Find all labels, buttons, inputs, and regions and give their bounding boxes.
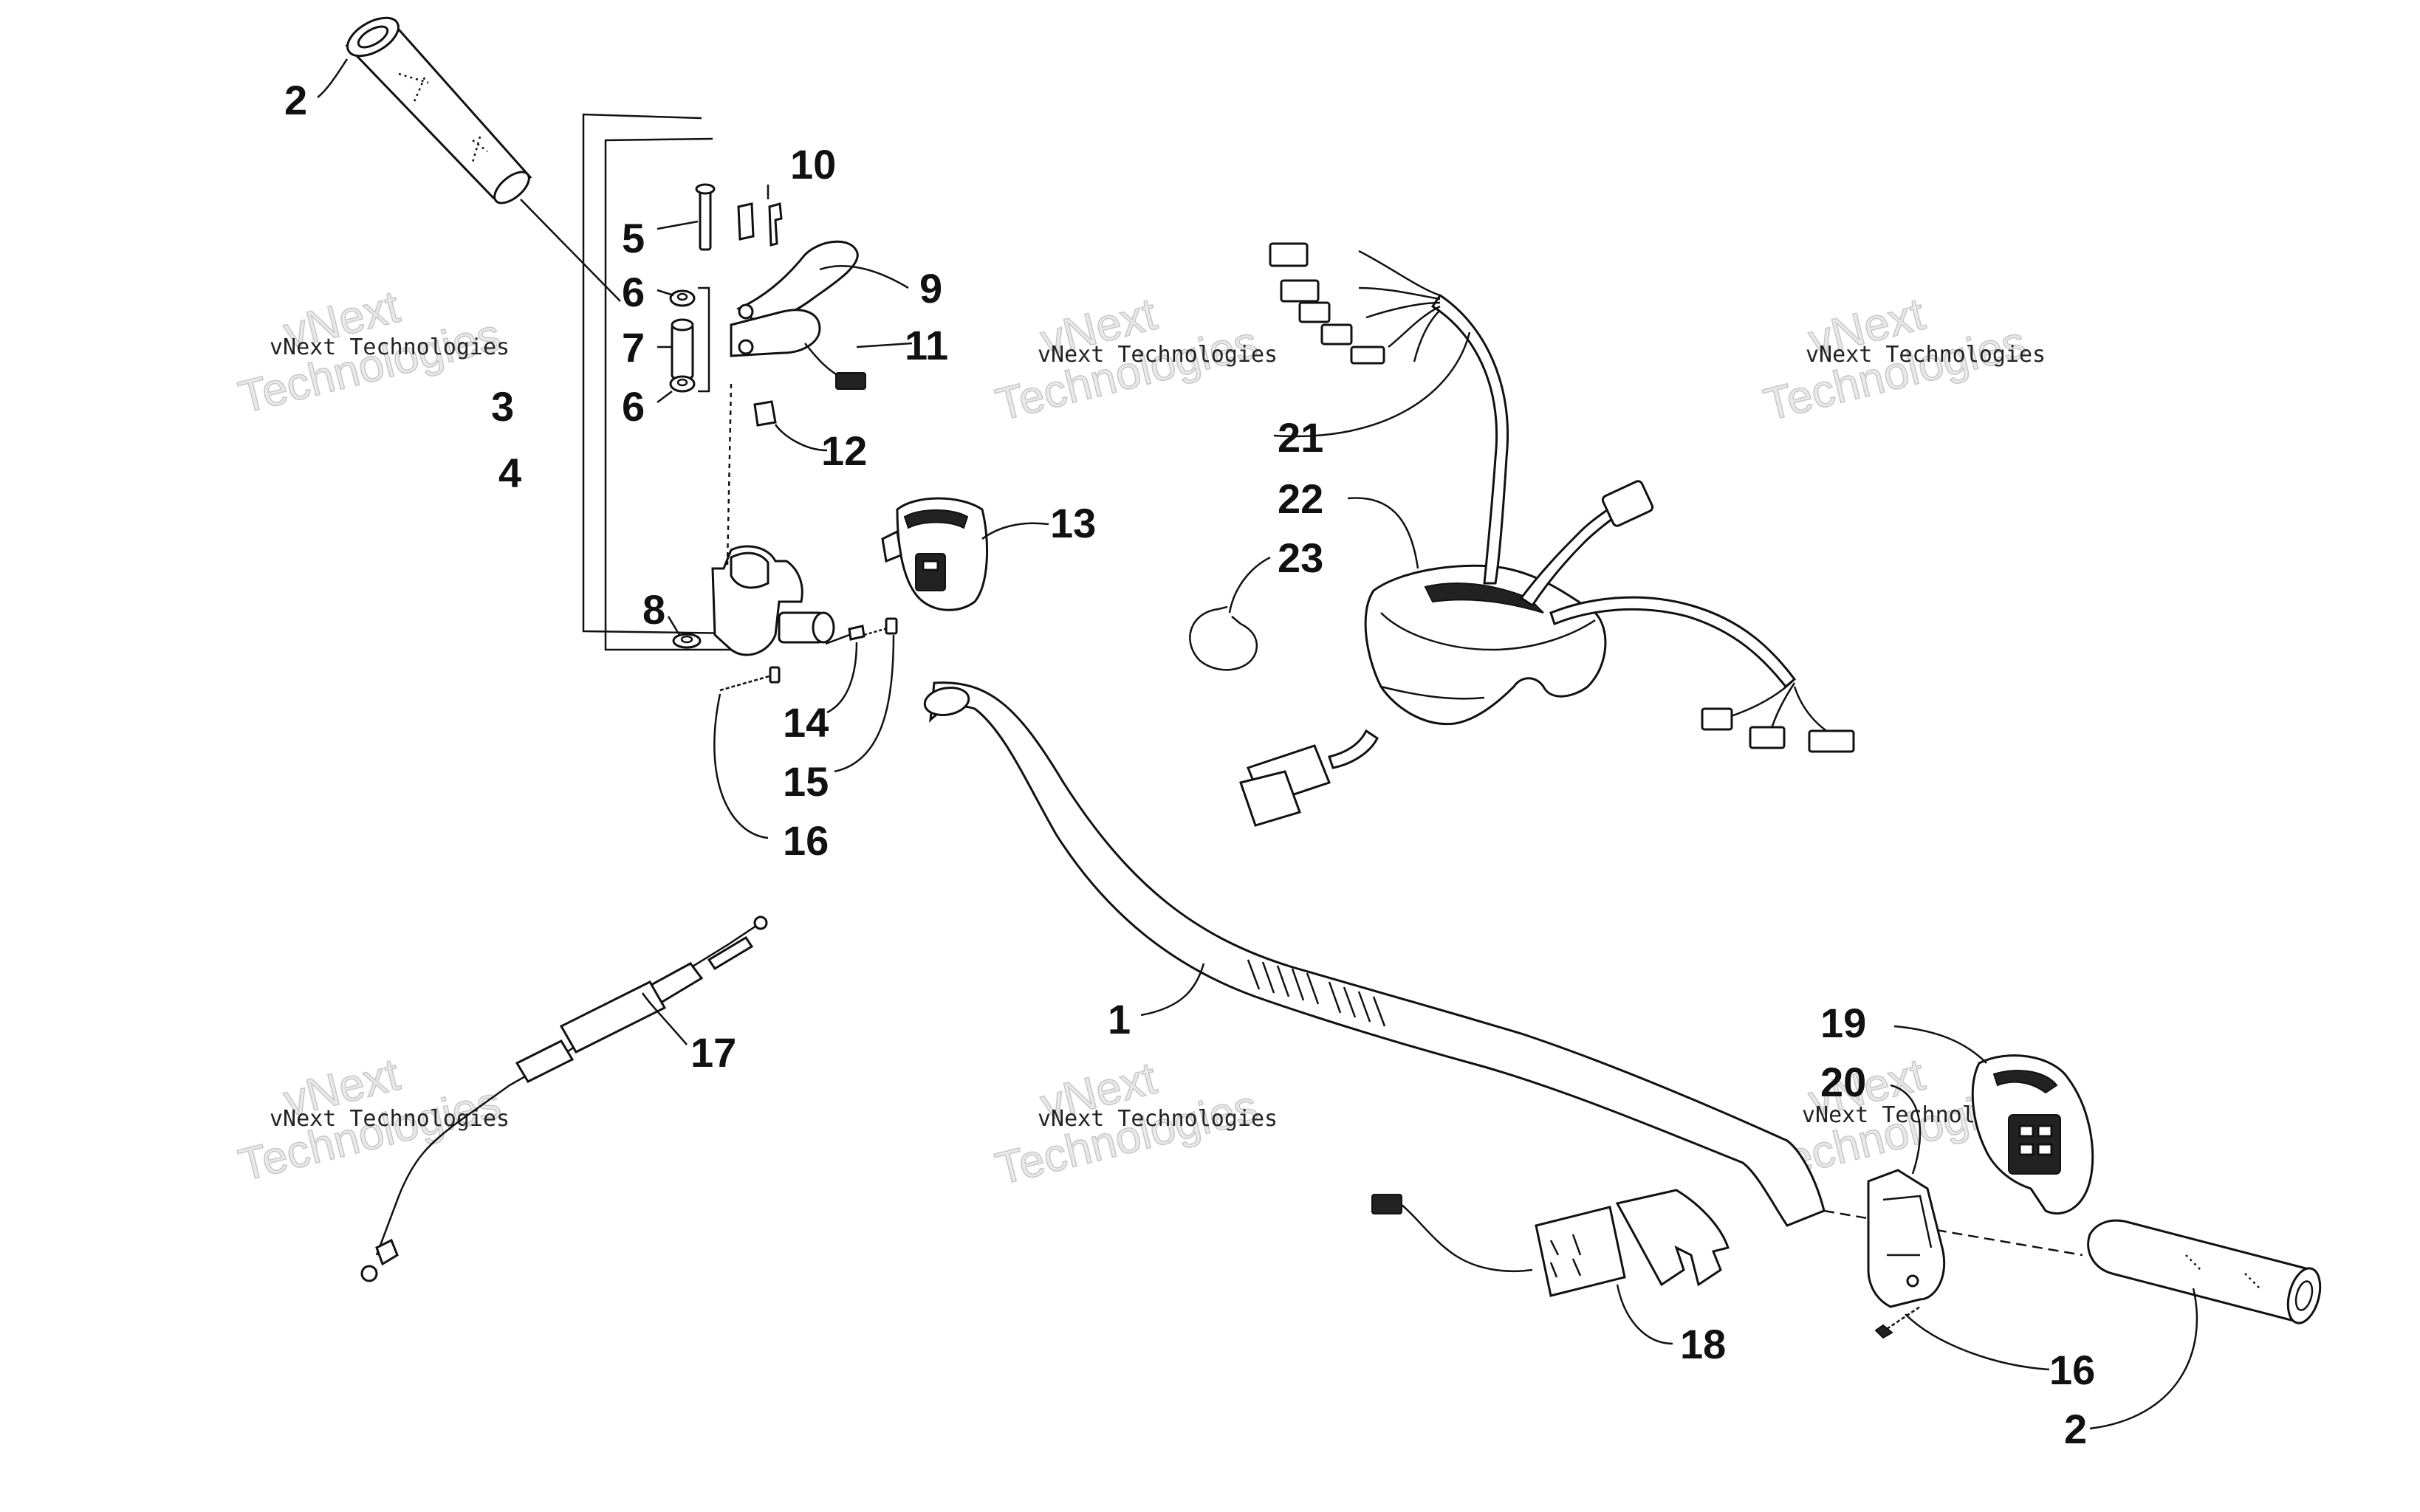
callout-2-top: 2 bbox=[284, 77, 307, 123]
callout-13: 13 bbox=[1050, 500, 1096, 546]
part-1-handlebar bbox=[923, 681, 2083, 1257]
bracket-3-4 bbox=[582, 113, 746, 651]
callout-23: 23 bbox=[1278, 535, 1323, 581]
part-7-spacer bbox=[671, 318, 694, 379]
watermark-small-text: vNext Technologies bbox=[1038, 1106, 1278, 1132]
callout-7: 7 bbox=[622, 324, 645, 371]
part-6-washer-top bbox=[669, 289, 696, 307]
watermark-small-text: vNext Technologies bbox=[1038, 342, 1278, 368]
callout-3: 3 bbox=[491, 383, 514, 430]
part-21-wiring-harness bbox=[1239, 242, 1855, 827]
callout-21: 21 bbox=[1278, 414, 1323, 461]
part-8-throttle-housing bbox=[672, 383, 835, 656]
callout-15: 15 bbox=[783, 758, 829, 805]
callout-5: 5 bbox=[622, 215, 645, 261]
callout-8: 8 bbox=[642, 586, 665, 633]
part-13-switch-housing bbox=[881, 497, 989, 611]
callout-labels: 2 10 5 9 6 7 11 3 6 12 4 13 8 14 15 16 2… bbox=[284, 77, 2095, 1452]
watermark-small-text: vNext Technologies bbox=[270, 334, 510, 360]
callout-14: 14 bbox=[783, 699, 829, 746]
callout-18: 18 bbox=[1680, 1321, 1726, 1367]
part-23-clamp bbox=[1189, 605, 1258, 671]
part-2-right-grip bbox=[2087, 1219, 2322, 1324]
part-9-throttle-lever bbox=[730, 240, 859, 357]
part-16-screw-left bbox=[719, 666, 781, 692]
part-6-washer-bottom bbox=[669, 375, 696, 393]
callout-17: 17 bbox=[690, 1029, 736, 1076]
callout-2-bottom: 2 bbox=[2064, 1406, 2087, 1452]
part-18-heater-element bbox=[1371, 1189, 1730, 1297]
part-14-screw bbox=[825, 625, 865, 645]
callout-1: 1 bbox=[1108, 996, 1131, 1042]
callout-9: 9 bbox=[919, 265, 942, 312]
part-16-screw-right bbox=[1874, 1305, 1921, 1339]
watermark-small-text: vNext Technologies bbox=[1806, 342, 2046, 368]
part-19-20-right-switch-housing bbox=[1867, 1054, 2094, 1308]
callout-16-left: 16 bbox=[783, 817, 829, 864]
callout-4: 4 bbox=[498, 450, 521, 496]
part-22-instrument-pod bbox=[1364, 564, 1607, 726]
part-10-pads bbox=[737, 202, 783, 247]
callout-6-bottom: 6 bbox=[622, 383, 645, 430]
callout-11: 11 bbox=[905, 322, 948, 368]
callout-10: 10 bbox=[790, 141, 836, 188]
watermark-small-text: vNext Technologies bbox=[270, 1106, 510, 1132]
callout-20: 20 bbox=[1820, 1059, 1866, 1105]
callout-19: 19 bbox=[1820, 1000, 1866, 1046]
leader-lines bbox=[317, 58, 2198, 1430]
part-17-throttle-cable bbox=[360, 915, 768, 1282]
callout-6-top: 6 bbox=[622, 269, 645, 315]
callout-22: 22 bbox=[1278, 475, 1323, 522]
callout-16-right: 16 bbox=[2049, 1347, 2095, 1393]
part-12-clip bbox=[753, 400, 777, 427]
callout-12: 12 bbox=[821, 427, 867, 474]
part-11-sensor-wire bbox=[804, 343, 866, 390]
part-5-pin bbox=[695, 183, 716, 251]
part-2-left-grip bbox=[345, 16, 532, 205]
part-15-screw bbox=[863, 617, 898, 636]
